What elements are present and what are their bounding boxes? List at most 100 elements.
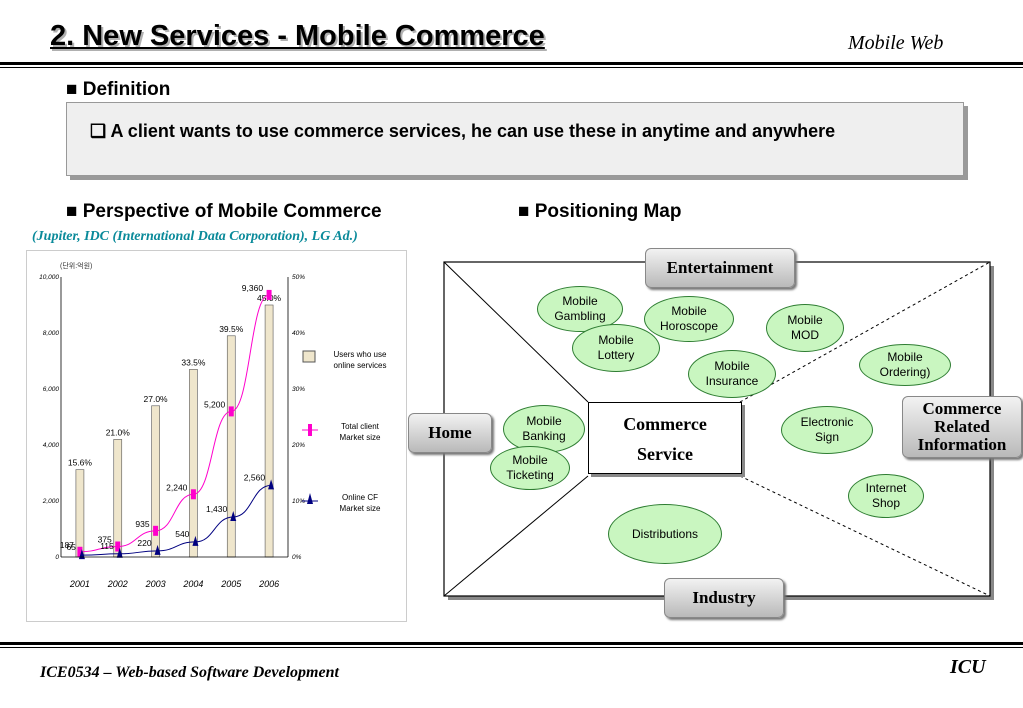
footer-course: ICE0534 – Web-based Software Development — [40, 664, 339, 681]
positioning-heading: ■ Positioning Map — [518, 201, 682, 222]
definition-text: ❑ A client wants to use commerce service… — [90, 121, 836, 141]
legend-swatch-bar — [302, 350, 316, 363]
legend-text: Market size — [340, 433, 381, 442]
perspective-heading: ■ Perspective of Mobile Commerce — [66, 201, 382, 222]
oval-line-1: Mobile — [671, 304, 707, 318]
y2-tick-label: 50% — [292, 274, 305, 281]
oval-line-2: Sign — [814, 430, 840, 444]
oval-line-1: Mobile — [887, 350, 923, 364]
oval-line-2: Ordering) — [879, 365, 931, 379]
axis-right-line-1: Commerce — [922, 399, 1002, 418]
y2-tick-label: 30% — [292, 386, 305, 393]
marker — [266, 289, 272, 300]
x-tick-label: 2005 — [220, 579, 242, 589]
source-note: (Jupiter, IDC (International Data Corpor… — [32, 229, 358, 244]
slide-subject: Mobile Web — [848, 32, 944, 54]
axis-industry-button[interactable]: Industry — [664, 578, 784, 618]
oval-line-2: Gambling — [554, 309, 606, 323]
axis-right-line-2: Related — [934, 417, 990, 436]
bar-2001 — [75, 469, 85, 558]
y-tick-label: 4,000 — [43, 442, 60, 449]
marker — [192, 535, 199, 546]
oval-line-1: Mobile — [598, 333, 634, 347]
line-label: 220 — [137, 538, 151, 548]
y2-tick-label: 20% — [291, 442, 305, 449]
oval-line-2: Insurance — [705, 374, 759, 388]
line-label: 65 — [66, 542, 76, 552]
oval-line-1: Internet — [865, 481, 907, 495]
legend-text: Total client — [341, 422, 380, 431]
bar-label: 39.5% — [219, 324, 244, 334]
oval-line-2: Ticketing — [506, 468, 554, 482]
commerce-service-box: Commerce Service — [588, 402, 742, 474]
bar-2005 — [226, 335, 236, 558]
legend-text: Market size — [340, 504, 381, 513]
line-online-cf — [81, 484, 272, 556]
marker — [153, 525, 159, 536]
oval-line-1: Mobile — [562, 294, 598, 308]
bar-2002 — [113, 439, 123, 558]
axis-commerce-info-button[interactable]: Commerce Related Information — [902, 396, 1022, 458]
marker — [268, 479, 275, 490]
chart-frame — [26, 250, 407, 622]
bar-label: 21.0% — [106, 427, 131, 437]
axis-right-line-3: Information — [917, 435, 1007, 454]
x-tick-label: 2006 — [258, 579, 279, 589]
x-tick-label: 2004 — [182, 579, 203, 589]
definition-heading: ■ Definition — [66, 79, 171, 100]
axis-entertainment-button[interactable]: Entertainment — [645, 248, 795, 288]
footer-rule-thin — [0, 647, 1023, 648]
diag-top-left — [443, 261, 589, 403]
marker — [77, 546, 83, 557]
service-oval-10: Distributions — [608, 504, 722, 564]
marker — [228, 406, 234, 417]
bar-2006 — [264, 304, 274, 558]
y-tick-label: 2,000 — [42, 498, 60, 505]
marker — [230, 510, 237, 521]
chart-unit-note: (단위:억원) — [60, 261, 92, 270]
axis-home-button[interactable]: Home — [408, 413, 492, 453]
line-label: 935 — [135, 519, 149, 529]
center-line-1: Commerce — [623, 414, 707, 434]
line-label: 187 — [60, 540, 74, 550]
page-title: 2. New Services - Mobile Commerce — [50, 20, 545, 52]
oval-line-1: Distributions — [631, 526, 699, 541]
oval-line-2: Shop — [871, 496, 900, 510]
line-label: 540 — [175, 529, 189, 539]
y2-tick-label: 0% — [292, 554, 302, 561]
footer-org: ICU — [950, 656, 986, 678]
legend-text: Users who use — [334, 350, 387, 359]
bar-label: 27.0% — [144, 394, 169, 404]
marker — [154, 544, 161, 555]
oval-line-2: Banking — [522, 429, 566, 443]
line-label: 9,360 — [242, 283, 264, 293]
y-tick-label: 10,000 — [39, 274, 59, 281]
header-rule-thick — [0, 62, 1023, 65]
oval-line-2: MOD — [790, 328, 819, 342]
x-tick-label: 2001 — [69, 579, 90, 589]
oval-line-1: Mobile — [512, 453, 548, 467]
bar-label: 33.5% — [181, 357, 206, 367]
line-label: 1,430 — [206, 504, 228, 514]
diag-bottom-left — [443, 475, 589, 597]
bar-label: 15.6% — [68, 458, 93, 468]
legend-text: Online CF — [342, 493, 378, 502]
diag-bottom-right — [739, 475, 991, 597]
marker — [115, 541, 121, 552]
x-tick-label: 2003 — [145, 579, 166, 589]
footer-rule-thick — [0, 642, 1023, 645]
line-label: 2,560 — [244, 472, 266, 482]
oval-line-1: Mobile — [526, 414, 562, 428]
oval-line-1: Electronic — [800, 415, 854, 429]
y-tick-label: 6,000 — [43, 386, 60, 393]
oval-line-1: Mobile — [787, 313, 823, 327]
bar-2004 — [189, 369, 198, 558]
